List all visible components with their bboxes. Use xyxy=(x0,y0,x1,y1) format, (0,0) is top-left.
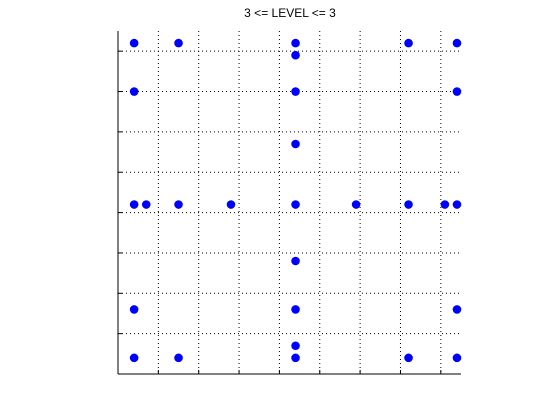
data-point xyxy=(291,200,300,209)
data-points xyxy=(129,38,462,363)
data-point xyxy=(404,38,413,48)
data-point xyxy=(291,38,300,48)
data-point xyxy=(452,87,462,96)
data-point xyxy=(291,139,300,149)
data-point xyxy=(174,38,183,48)
data-point xyxy=(129,353,139,363)
data-point xyxy=(129,200,139,209)
data-point xyxy=(291,87,300,96)
data-point xyxy=(452,305,462,314)
data-point xyxy=(129,87,139,96)
data-point xyxy=(291,353,300,363)
data-point xyxy=(452,38,462,48)
data-point xyxy=(129,305,139,314)
data-point xyxy=(291,305,300,314)
data-point xyxy=(174,353,183,363)
chart-title: 3 <= LEVEL <= 3 xyxy=(244,6,336,20)
axes-frame xyxy=(117,31,461,375)
data-point xyxy=(404,353,413,363)
data-point xyxy=(174,200,183,209)
data-point xyxy=(404,200,413,209)
data-point xyxy=(351,200,361,209)
data-point xyxy=(226,200,236,209)
data-point xyxy=(291,256,300,266)
data-point xyxy=(141,200,151,209)
data-point xyxy=(440,200,450,209)
data-point xyxy=(291,50,300,60)
data-point xyxy=(129,38,139,48)
data-point xyxy=(291,341,300,351)
data-point xyxy=(452,353,462,363)
data-point xyxy=(452,200,462,209)
